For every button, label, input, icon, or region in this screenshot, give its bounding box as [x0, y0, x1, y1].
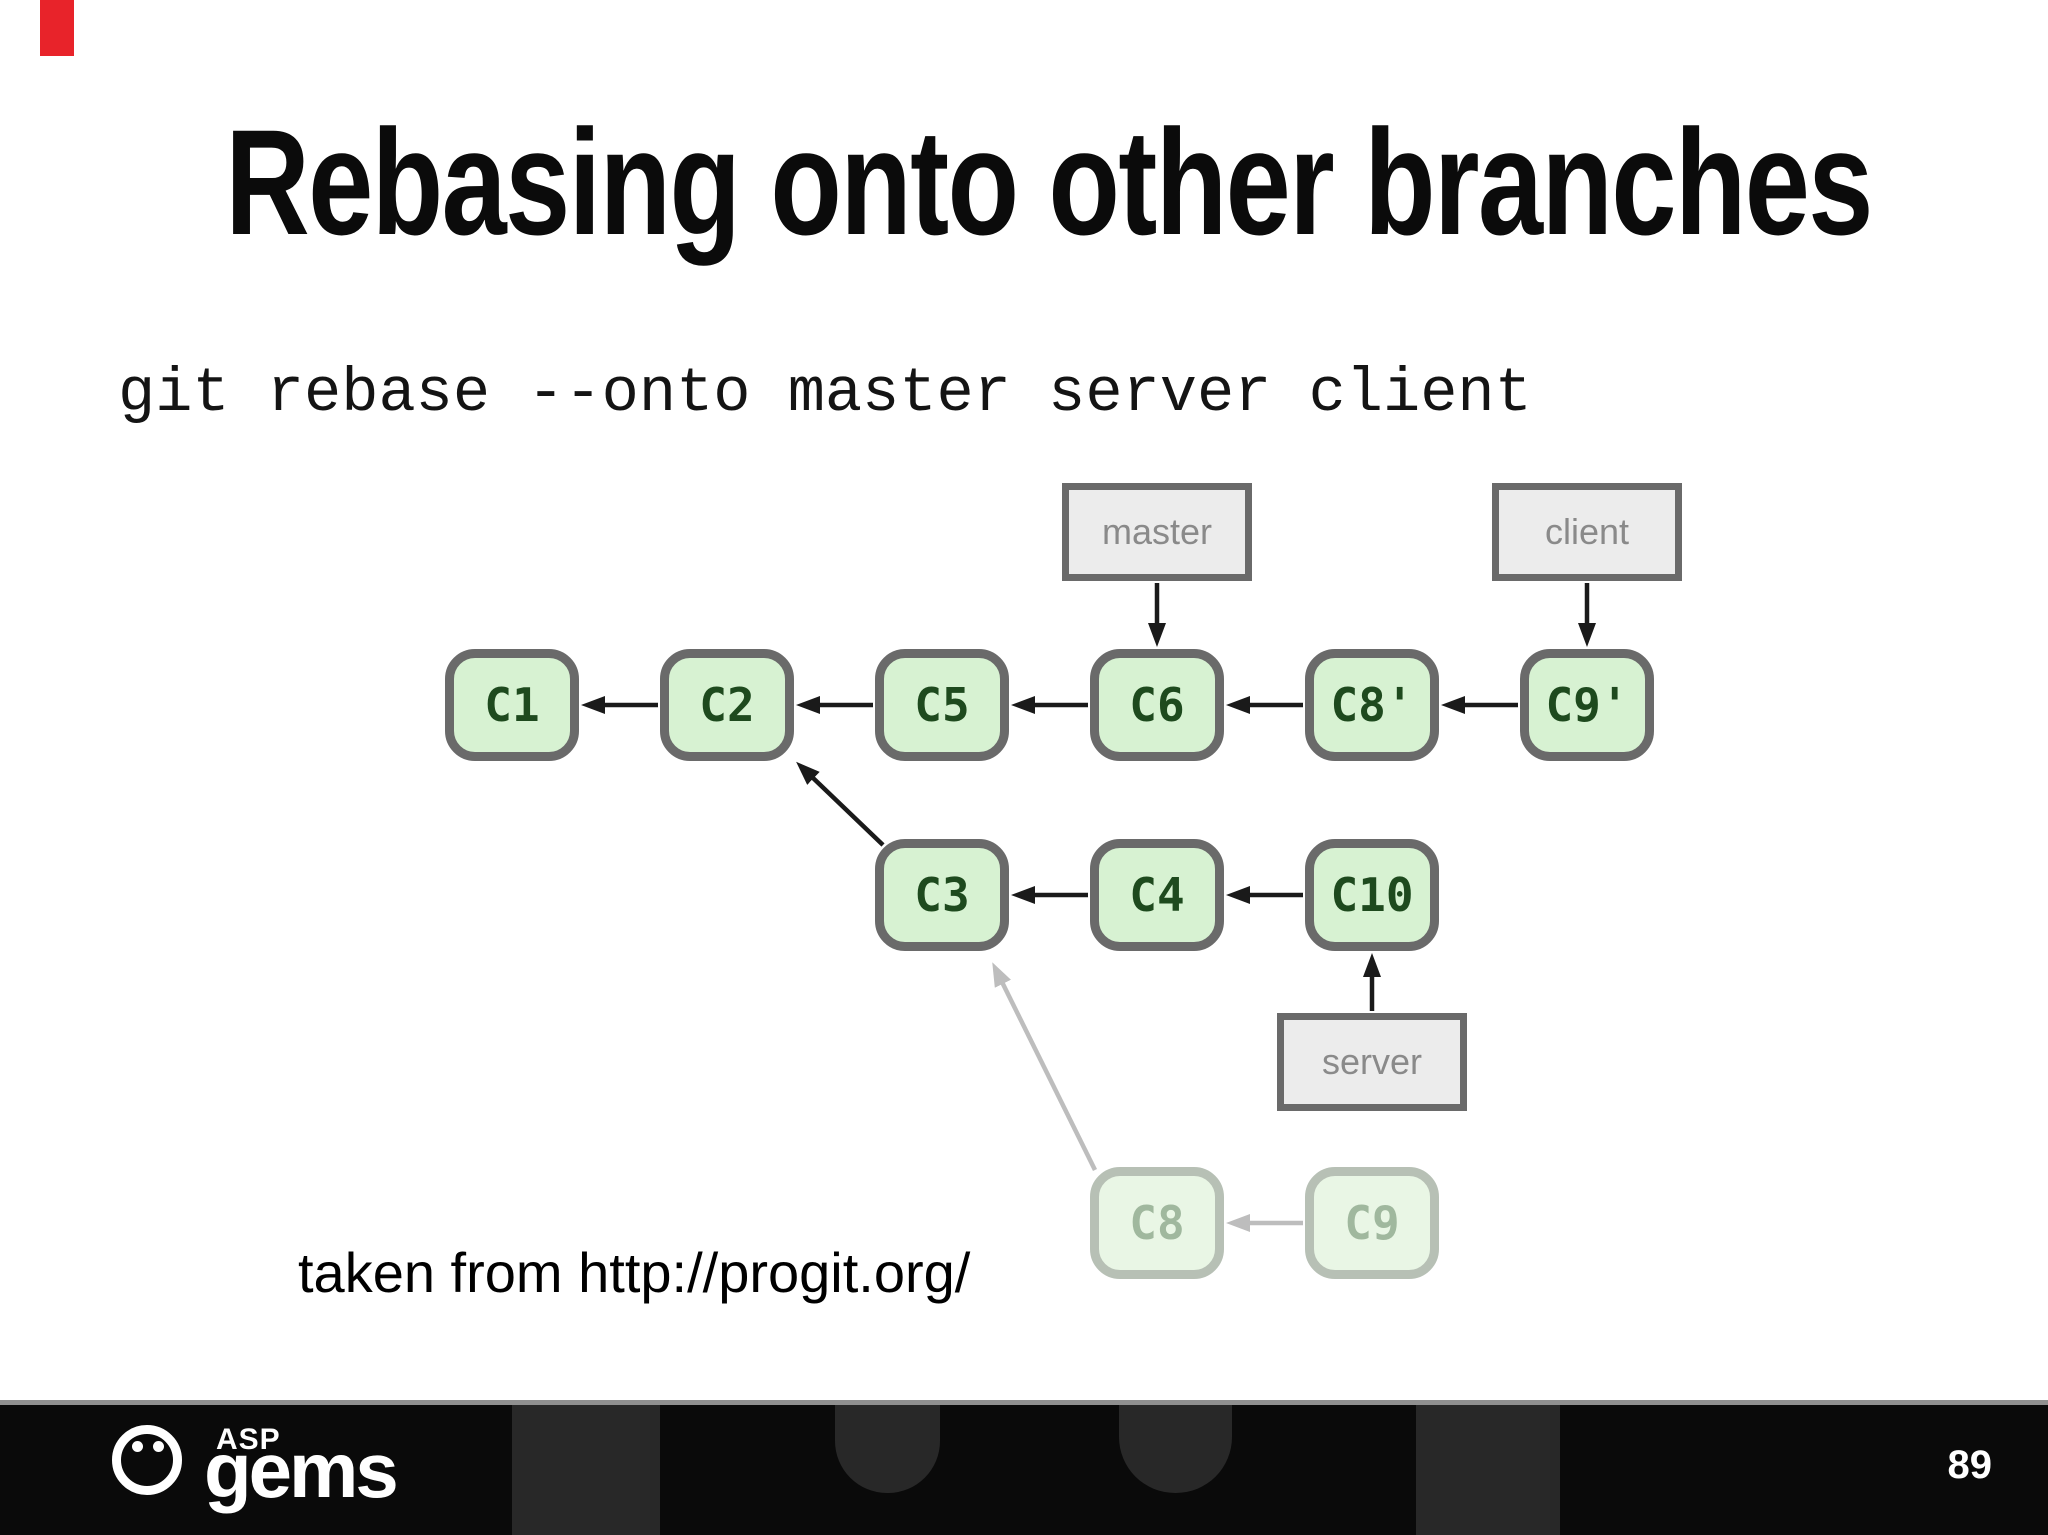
page-number: 89 [1947, 1443, 1993, 1487]
commit-node-c9-prime: C9' [1520, 649, 1654, 761]
commit-node-c3: C3 [875, 839, 1009, 951]
aspgems-smiley-icon [132, 1441, 143, 1452]
commit-node-c2: C2 [660, 649, 794, 761]
branch-label-client: client [1492, 483, 1682, 581]
commit-node-c5: C5 [875, 649, 1009, 761]
aspgems-smiley-icon [112, 1425, 182, 1495]
aspgems-smiley-icon [153, 1441, 164, 1452]
footer-decoration [835, 1405, 940, 1493]
git-command-text: git rebase --onto master server client [118, 358, 1532, 429]
commit-node-c10: C10 [1305, 839, 1439, 951]
footer-decoration [512, 1405, 660, 1535]
footer-bar: ASP gems 89 [0, 1405, 2048, 1535]
branch-label-master: master [1062, 483, 1252, 581]
logo-asp-text: ASP [216, 1423, 281, 1456]
corner-marker [40, 0, 74, 56]
footer-decoration [1119, 1405, 1232, 1493]
arrow-c3-c2 [796, 761, 885, 847]
commit-node-c8-prime: C8' [1305, 649, 1439, 761]
logo-gems-text: gems [204, 1426, 399, 1514]
commit-node-c6: C6 [1090, 649, 1224, 761]
page-title: Rebasing onto other branches [225, 98, 1873, 266]
source-credit-text: taken from http://progit.org/ [298, 1241, 971, 1304]
commit-node-c9-faded: C9 [1305, 1167, 1439, 1279]
arrow-c8-c3-faded [992, 962, 1098, 1171]
footer-divider [0, 1400, 2048, 1405]
branch-label-server: server [1277, 1013, 1467, 1111]
commit-node-c8-faded: C8 [1090, 1167, 1224, 1279]
commit-node-c4: C4 [1090, 839, 1224, 951]
footer-decoration [1416, 1405, 1560, 1535]
commit-node-c1: C1 [445, 649, 579, 761]
